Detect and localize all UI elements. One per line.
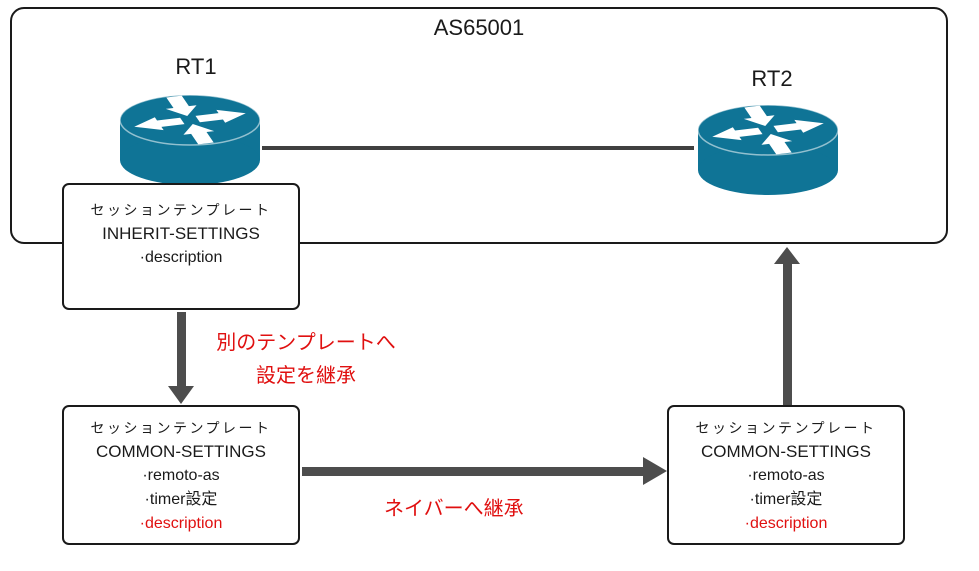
box-item: ·remoto-as — [747, 467, 825, 484]
apply-to-rt2-arrow-head — [774, 247, 800, 264]
rt1-rt2-link-line — [262, 146, 694, 150]
box-item-inherited: ·description — [744, 515, 828, 532]
box-title-japanese: セッションテンプレート — [695, 420, 877, 436]
neighbor-arrow-head — [643, 457, 667, 485]
box-title-japanese: セッションテンプレート — [90, 202, 272, 218]
box-item: ·timer設定 — [749, 491, 823, 508]
neighbor-annotation: ネイバーへ継承 — [384, 498, 524, 520]
box-item-inherited: ·description — [139, 515, 223, 532]
router-icon-rt2 — [695, 100, 841, 196]
as-label: AS65001 — [433, 15, 525, 40]
router-label-rt2: RT2 — [751, 66, 793, 91]
router-icon-rt1 — [117, 90, 263, 186]
box-item: ·description — [139, 249, 223, 266]
apply-to-rt2-arrow-shaft — [783, 264, 792, 405]
box-item: ·remoto-as — [142, 467, 220, 484]
template-box-common-settings-right: セッションテンプレート COMMON-SETTINGS ·remoto-as ·… — [667, 405, 905, 545]
inherit-annotation-line1: 別のテンプレートへ — [216, 332, 396, 354]
inherit-annotation-line2: 設定を継承 — [256, 365, 356, 387]
router-label-rt1: RT1 — [175, 54, 217, 79]
inherit-arrow-shaft — [177, 312, 186, 388]
box-template-name: INHERIT-SETTINGS — [102, 224, 260, 243]
box-template-name: COMMON-SETTINGS — [701, 442, 871, 461]
template-box-common-settings-left: セッションテンプレート COMMON-SETTINGS ·remoto-as ·… — [62, 405, 300, 545]
neighbor-arrow-shaft — [302, 467, 643, 476]
box-title-japanese: セッションテンプレート — [90, 420, 272, 436]
box-template-name: COMMON-SETTINGS — [96, 442, 266, 461]
as-boundary-box — [10, 7, 948, 244]
box-item: ·timer設定 — [144, 491, 218, 508]
template-box-inherit-settings: セッションテンプレート INHERIT-SETTINGS ·descriptio… — [62, 183, 300, 310]
inherit-annotation: 別のテンプレートへ 設定を継承 — [200, 327, 412, 393]
inherit-arrow-head — [168, 386, 194, 404]
